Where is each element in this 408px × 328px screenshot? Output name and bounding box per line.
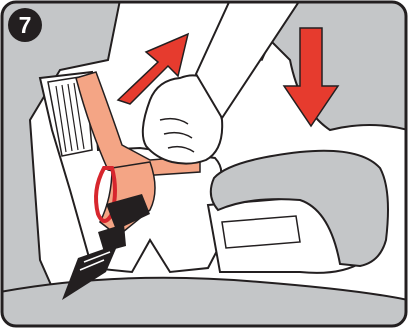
step-number-badge: 7 bbox=[8, 8, 42, 42]
step-number: 7 bbox=[19, 14, 32, 37]
